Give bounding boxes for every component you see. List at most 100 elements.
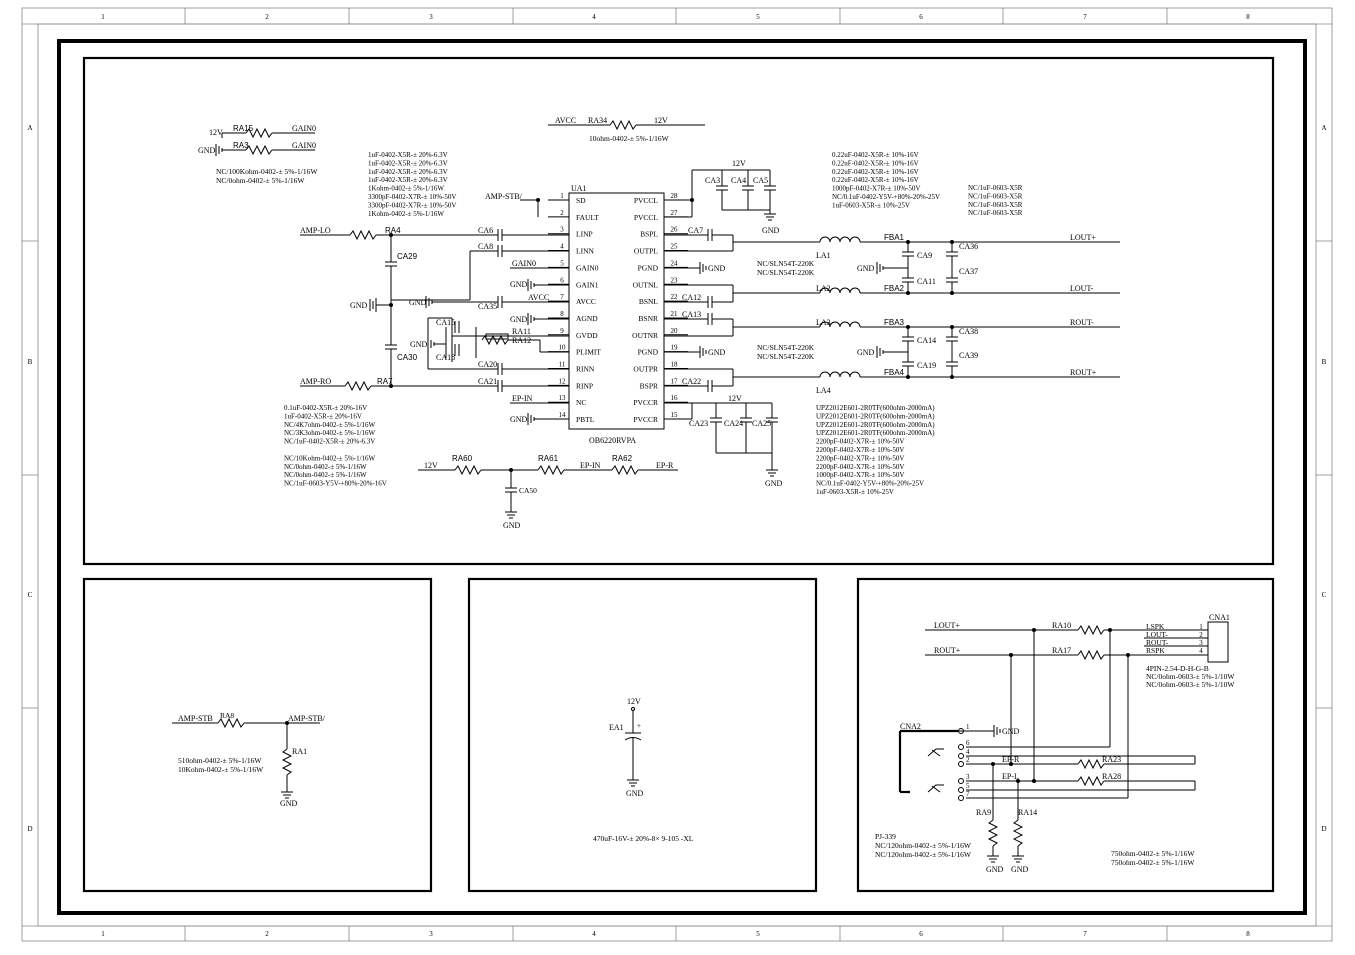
schematic-label: ROUT+	[934, 646, 961, 655]
schematic-label: CA14	[917, 336, 936, 345]
value-note: NC/1uF-0402-X5R-± 20%-6.3V	[284, 438, 375, 446]
value-note: 1uF-0402-X5R-± 20%-6.3V	[368, 151, 448, 159]
standby-panel	[82, 577, 433, 893]
ic-pin-name: GVDD	[576, 331, 598, 340]
value-note: NC/1uF-0603-X5R	[968, 209, 1023, 217]
connector-pin-name: ROUT-	[1146, 638, 1169, 647]
schematic-label: GAIN0	[292, 124, 316, 133]
schematic-label: 12V	[424, 461, 438, 470]
value-note: 1uF-0603-X5R-± 10%-25V	[832, 201, 910, 209]
ic-pin-name: OUTPR	[633, 365, 658, 374]
value-note: 0.22uF-0402-X5R-± 10%-16V	[832, 168, 919, 176]
ic-pin-number: 21	[671, 310, 679, 318]
connector-pin-number: 2	[1199, 631, 1203, 639]
schematic-label: 750ohm-0402-± 5%-1/16W	[1111, 849, 1195, 858]
row-label-right: D	[1321, 825, 1326, 833]
schematic-label: CA11	[917, 277, 936, 286]
bulk-cap-panel	[467, 577, 818, 893]
value-note: UPZ2012E601-2R0TF(600ohm-2000mA)	[816, 412, 935, 420]
schematic-label: 10Kohm-0402-± 5%-1/16W	[178, 765, 264, 774]
schematic-label: CA36	[959, 242, 978, 251]
schematic-label: NC/SLN54T-220K	[757, 352, 815, 361]
schematic-label: CA7	[688, 226, 703, 235]
jack-pin	[958, 728, 964, 734]
ic-pin-number: 27	[671, 209, 679, 217]
value-note: NC/10Kohm-0402-± 5%-1/16W	[284, 454, 376, 462]
schematic-label: RA62	[612, 454, 633, 463]
value-note: 0.22uF-0402-X5R-± 10%-16V	[832, 159, 919, 167]
drawing-border	[57, 39, 1307, 915]
ic-pin-name: LINP	[576, 230, 593, 239]
schematic-label: AMP-STB	[178, 714, 213, 723]
column-label-bottom: 7	[1083, 930, 1087, 938]
schematic-label: EP-IN	[512, 394, 533, 403]
value-note: 3300pF-0402-X7R-± 10%-50V	[368, 201, 456, 209]
column-label-top: 4	[592, 13, 596, 21]
jack-pin-number: 6	[966, 739, 970, 747]
ic-pin-number: 19	[671, 344, 679, 352]
ic-pin-number: 10	[559, 344, 567, 352]
schematic-label: 510ohm-0402-± 5%-1/16W	[178, 756, 262, 765]
ic-pin-number: 14	[559, 411, 567, 419]
value-note: 2200pF-0402-X7R-± 10%-50V	[816, 454, 904, 462]
connector-pin-name: LSPK	[1146, 622, 1165, 631]
schematic-label: 470uF-16V-± 20%-8× 9-105 -XL	[593, 834, 694, 843]
output-network: 12V CA3 CA4 CA5 GND CA7 GND CA12 CA13	[664, 159, 1120, 488]
jack-pin-number: 2	[966, 756, 970, 764]
value-note: 2200pF-0402-X7R-± 10%-50V	[816, 446, 904, 454]
schematic-label: RA60	[452, 454, 473, 463]
value-note: 1000pF-0402-X7R-± 10%-50V	[816, 471, 904, 479]
ic-pin-number: 2	[560, 209, 564, 217]
schematic-label: GND	[510, 315, 528, 324]
jack-pin-number: 1	[966, 723, 970, 731]
ic-pin-number: 4	[560, 243, 564, 251]
schematic-label: GND	[1011, 865, 1029, 874]
schematic-label: CA9	[917, 251, 932, 260]
schematic-label: GND	[409, 298, 427, 307]
row-label-left: B	[28, 358, 33, 366]
ic-pin-name: PVCCL	[634, 213, 659, 222]
schematic-label: 4PIN-2.54-D-H-G-B	[1146, 664, 1209, 673]
ic-pin-number: 13	[559, 394, 567, 402]
ic-pin-number: 15	[671, 411, 679, 419]
ic-pin-number: 5	[560, 259, 564, 267]
value-note: 1uF-0402-X5R-± 20%-6.3V	[368, 176, 448, 184]
column-label-top: 2	[265, 13, 269, 21]
value-note: NC/0ohm-0402-± 5%-1/16W	[284, 471, 367, 479]
schematic-label: RA10	[1052, 621, 1071, 630]
schematic-label: GND	[857, 264, 875, 273]
schematic-label: CA24	[724, 419, 743, 428]
schematic-label: RA28	[1102, 772, 1121, 781]
ic-pin-name: SD	[576, 196, 586, 205]
schematic-label: GAIN0	[292, 141, 316, 150]
schematic-label: FBA2	[884, 284, 905, 293]
value-note: 1uF-0402-X5R-± 20%-16V	[284, 412, 362, 420]
schematic-label: GND	[510, 415, 528, 424]
column-label-top: 1	[101, 13, 105, 21]
schematic-label: GND	[410, 340, 428, 349]
ic-pin-number: 16	[671, 394, 679, 402]
schematic-label: EP-IN	[580, 461, 601, 470]
schematic-label: LA1	[816, 251, 831, 260]
schematic-label: OB6220RVPA	[589, 436, 636, 445]
ic-pin-name: OUTNR	[632, 331, 658, 340]
schematic-label: 12V	[654, 116, 668, 125]
schematic-label: NC/SLN54T-220K	[757, 268, 815, 277]
panel-bulk-cap: 12V + EA1 GND 470uF-16V-± 20%-8× 9-105 -…	[593, 697, 694, 843]
schematic-label: CA50	[519, 486, 537, 495]
schematic-label: AMP-LO	[300, 226, 331, 235]
schematic-label: NC/0ohm-0603-± 5%-1/10W	[1146, 680, 1235, 689]
schematic-label: NC/120ohm-0402-± 5%-1/16W	[875, 850, 972, 859]
row-label-left: C	[28, 591, 33, 599]
schematic-label: CA3	[705, 176, 720, 185]
gain-resistors: 12V RA15 GAIN0 GND RA3 GAIN0 NC/100Kohm-…	[198, 124, 318, 185]
panel-standby: AMP-STB RA8 AMP-STB/ RA1 GND 510ohm-0402…	[172, 711, 326, 808]
schematic-label: AVCC	[555, 116, 576, 125]
schematic-label: FBA4	[884, 368, 905, 377]
ic-pin-number: 25	[671, 243, 679, 251]
schematic-label: CA13	[682, 310, 701, 319]
schematic-label: CA20	[478, 360, 497, 369]
input-network: AMP-STB/ AMP-LO RA4 CA6 CA8 CA29 GND	[300, 192, 569, 426]
